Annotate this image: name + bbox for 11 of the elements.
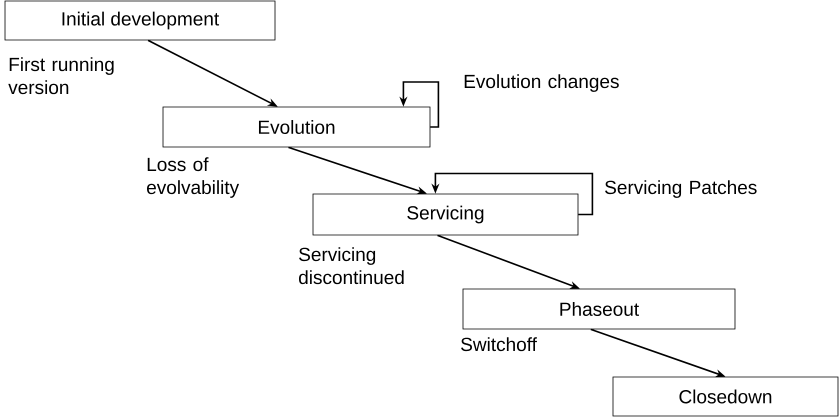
process-box: Initial development [4,0,276,40]
edge-label: Evolution changes [464,74,619,92]
edge-label: First running version [8,57,114,94]
edge-label: Servicing discontinued [299,247,404,284]
process-box: Evolution [162,106,430,148]
edge-label: Loss of evolvability [147,157,240,198]
process-box: Phaseout [462,288,736,330]
edge-label: Servicing Patches [605,180,757,198]
process-box: Closedown [612,376,838,416]
edge-label: Switchoff [461,337,537,352]
process-box: Servicing [312,194,578,236]
